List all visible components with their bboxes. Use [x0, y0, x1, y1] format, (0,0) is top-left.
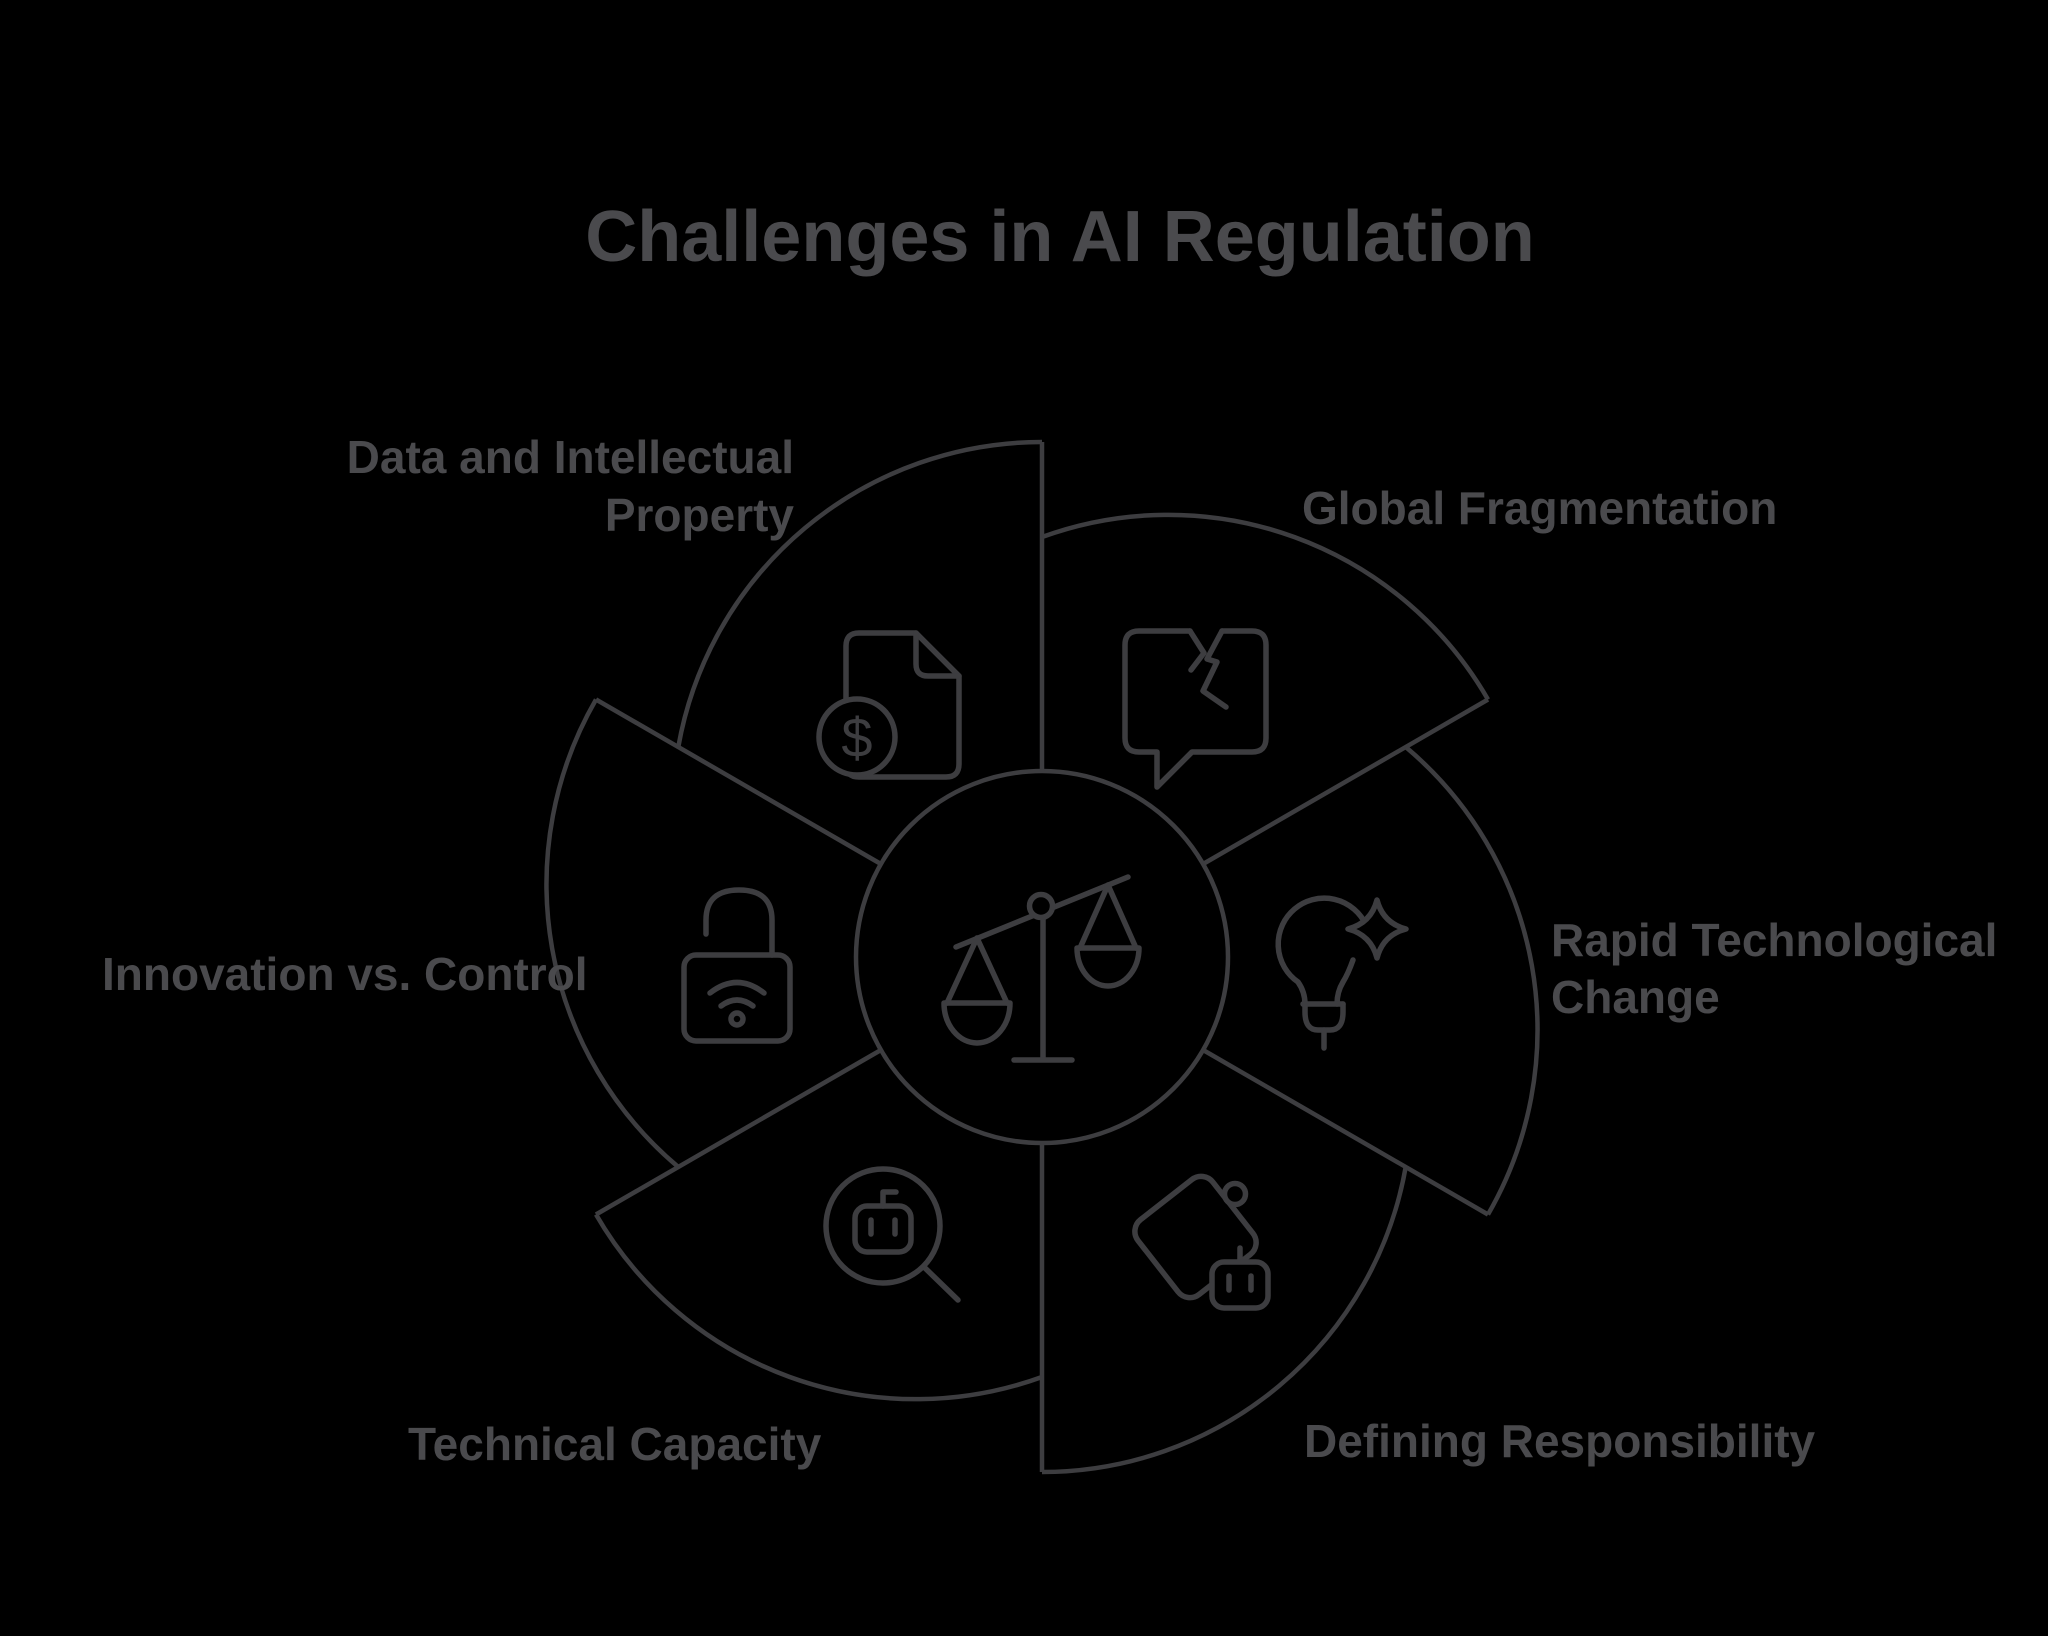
document-dollar-icon: $ — [816, 630, 962, 780]
page-title: Challenges in AI Regulation — [585, 197, 1535, 278]
pinwheel-petals — [544, 439, 1540, 1475]
robot-magnifier-icon — [823, 1166, 961, 1303]
lightbulb-sparkle-icon — [1275, 895, 1409, 1051]
balance-scales-icon — [941, 874, 1142, 1063]
dollar-glyph: $ — [841, 706, 872, 769]
petal-spoke-set — [544, 439, 1540, 1475]
segment-label-technical-capacity: Technical Capacity — [408, 1418, 822, 1470]
segment-label-global-fragmentation: Global Fragmentation — [1302, 482, 1778, 534]
segment-label-rapid-change: Rapid Technological Change — [1551, 914, 1998, 1023]
segment-label-data-ip: Data and Intellectual Property — [346, 431, 794, 541]
segment-label-innovation-control: Innovation vs. Control — [102, 948, 588, 1000]
broken-chat-bubble-icon — [1122, 628, 1269, 790]
segment-label-defining-responsibility: Defining Responsibility — [1304, 1415, 1816, 1467]
tag-robot-icon — [1132, 1173, 1271, 1311]
unlocked-wifi-padlock-icon — [681, 887, 793, 1044]
